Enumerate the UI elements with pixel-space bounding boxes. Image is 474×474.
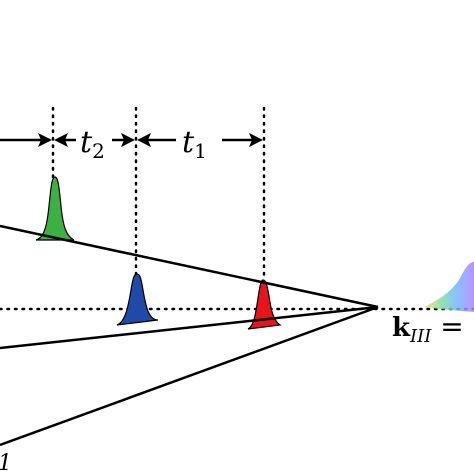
arrowhead-left-t2 (54, 133, 68, 147)
t2-label: t2 (80, 125, 105, 163)
t1-label: t1 (182, 125, 207, 163)
edge-label-bottom: 1 (0, 451, 12, 474)
beam-line-middle (0, 305, 379, 350)
k-iii-label: kIII = (392, 310, 464, 347)
arrowhead-right-t1 (249, 133, 263, 147)
red-pulse (247, 279, 282, 330)
arrowhead-left-t1 (137, 133, 151, 147)
green-pulse (35, 176, 75, 241)
blue-pulse (116, 273, 159, 326)
beam-line-upper (0, 224, 379, 309)
signal-emission-shape (424, 262, 474, 312)
arrowhead-right-t2 (121, 133, 135, 147)
arrowhead-right-1 (38, 133, 52, 147)
beam-line-lower (0, 305, 379, 447)
